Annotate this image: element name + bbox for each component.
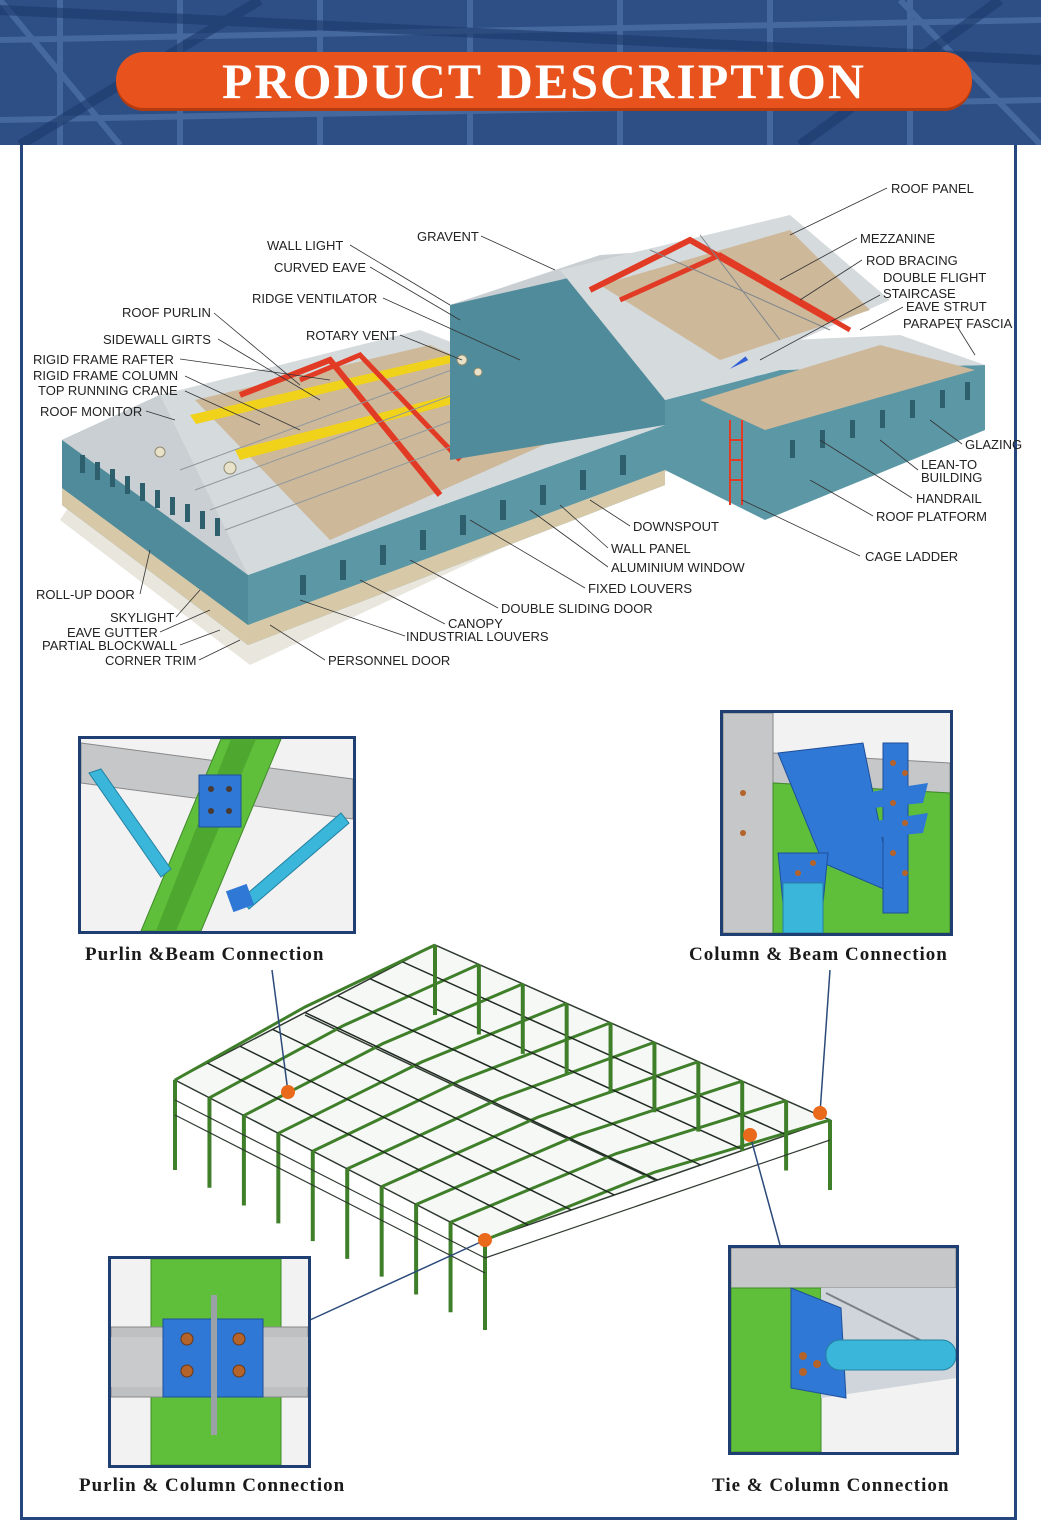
rafter <box>277 1001 568 1135</box>
building-cutaway-diagram: ROOF PANEL MEZZANINE ROD BRACING DOUBLE … <box>33 181 1022 668</box>
label-top-running-crane: TOP RUNNING CRANE <box>38 383 178 398</box>
roof-purlins <box>207 961 788 1226</box>
inset-column-beam <box>720 710 953 936</box>
caption-column-beam: Column & Beam Connection <box>689 944 948 965</box>
label-skylight: SKYLIGHT <box>110 610 174 625</box>
label-ridge-ventilator: RIDGE VENTILATOR <box>252 291 377 306</box>
label-handrail: HANDRAIL <box>916 491 982 506</box>
partial-blockwall <box>62 488 248 645</box>
label-eave-gutter: EAVE GUTTER <box>67 625 158 640</box>
label-canopy: CANOPY <box>448 616 503 631</box>
label-aluminium-window: ALUMINIUM WINDOW <box>611 560 745 575</box>
label-roof-panel: ROOF PANEL <box>891 181 974 196</box>
label-roof-monitor: ROOF MONITOR <box>40 404 142 419</box>
purlin <box>239 1045 572 1211</box>
label-downspout: DOWNSPOUT <box>633 519 719 534</box>
rafter <box>346 1040 655 1171</box>
marker-purlin-column <box>478 1233 492 1247</box>
inset-tie-column <box>728 1245 959 1455</box>
page-title: PRODUCT DESCRIPTION <box>221 53 867 109</box>
steel-frame-drawing <box>173 943 833 1330</box>
label-cage-ladder: CAGE LADDER <box>865 549 958 564</box>
label-partial-blockwall: PARTIAL BLOCKWALL <box>42 638 177 653</box>
label-industrial-louvers: INDUSTRIAL LOUVERS <box>406 629 549 644</box>
label-building: BUILDING <box>921 470 982 485</box>
purlin <box>207 1062 529 1226</box>
rigid-frame-rafters <box>174 943 831 1242</box>
label-corner-trim: CORNER TRIM <box>105 653 196 668</box>
label-double-flight: DOUBLE FLIGHT <box>883 270 986 285</box>
marker-purlin-beam <box>281 1085 295 1099</box>
label-sidewall-girts: SIDEWALL GIRTS <box>103 332 211 347</box>
purlin <box>272 1028 615 1196</box>
caption-purlin-column: Purlin & Column Connection <box>79 1475 346 1496</box>
label-rotary-vent: ROTARY VENT <box>306 328 397 343</box>
label-wall-panel: WALL PANEL <box>611 541 691 556</box>
label-gravent: GRAVENT <box>417 229 479 244</box>
marker-column-beam <box>813 1106 827 1120</box>
label-parapet-fascia: PARAPET FASCIA <box>903 316 1013 331</box>
rafter <box>484 1118 831 1242</box>
label-roof-platform: ROOF PLATFORM <box>876 509 987 524</box>
purlin <box>369 978 745 1151</box>
label-rod-bracing: ROD BRACING <box>866 253 958 268</box>
label-glazing: GLAZING <box>965 437 1022 452</box>
label-eave-strut: EAVE STRUT <box>906 299 987 314</box>
inset-purlin-beam <box>78 736 356 934</box>
label-rigid-frame-column: RIGID FRAME COLUMN <box>33 368 178 383</box>
rafter <box>174 943 436 1082</box>
rafter <box>381 1060 699 1189</box>
caption-tie-column: Tie & Column Connection <box>712 1475 950 1496</box>
label-roof-purlin: ROOF PURLIN <box>122 305 211 320</box>
label-wall-light: WALL LIGHT <box>267 238 343 253</box>
label-staircase: STAIRCASE <box>883 286 956 301</box>
caption-purlin-beam: Purlin &Beam Connection <box>85 944 325 965</box>
label-mezzanine: MEZZANINE <box>860 231 935 246</box>
label-roll-up-door: ROLL-UP DOOR <box>36 587 135 602</box>
label-fixed-louvers: FIXED LOUVERS <box>588 581 692 596</box>
purlin <box>304 1011 658 1181</box>
label-curved-eave: CURVED EAVE <box>274 260 366 275</box>
rafter <box>415 1079 743 1206</box>
frame-columns <box>173 945 832 1330</box>
label-double-sliding-door: DOUBLE SLIDING DOOR <box>501 601 653 616</box>
title-banner: PRODUCT DESCRIPTION <box>116 52 972 109</box>
label-personnel-door: PERSONNEL DOOR <box>328 653 450 668</box>
rafter <box>312 1021 612 1153</box>
label-rigid-frame-rafter: RIGID FRAME RAFTER <box>33 352 174 367</box>
header-banner: PRODUCT DESCRIPTION <box>0 0 1041 145</box>
marker-tie-column <box>743 1128 757 1142</box>
purlin <box>337 994 701 1166</box>
purlin <box>402 961 788 1136</box>
inset-purlin-column <box>108 1256 311 1468</box>
rafter <box>449 1099 787 1224</box>
label-lean-to: LEAN-TO <box>921 457 977 472</box>
